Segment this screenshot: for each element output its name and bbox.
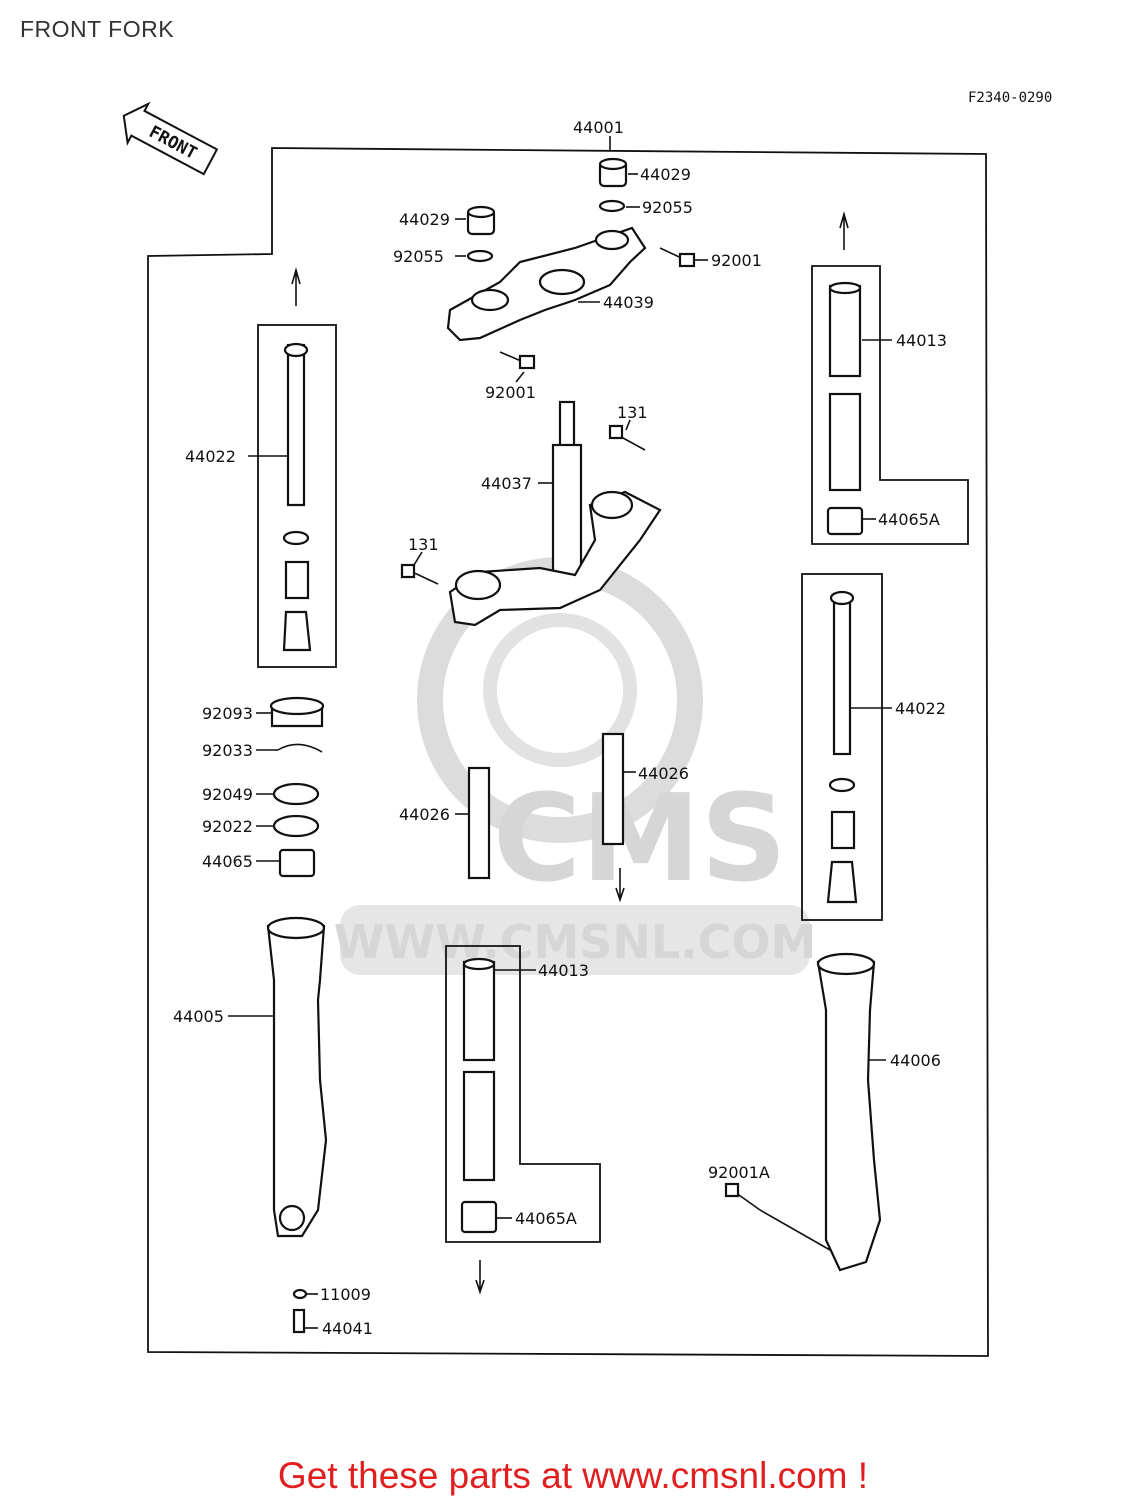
right-inner-tube — [826, 281, 864, 536]
bolt-92001-lower — [499, 351, 536, 370]
bolt-92001-upper — [659, 247, 696, 268]
spring-left — [467, 766, 491, 880]
part-label-92033: 92033 — [202, 741, 253, 760]
watermark: CMS WWW.CMSNL.COM — [334, 557, 817, 975]
drain-bolt — [292, 1308, 306, 1334]
o-ring-left — [466, 249, 494, 263]
bolt-131-upper — [608, 424, 646, 451]
watermark-brand: CMS — [493, 770, 787, 909]
part-label-44065A-right: 44065A — [878, 510, 940, 529]
front-arrow: FRONT — [122, 101, 219, 176]
part-label-92001-upper: 92001 — [711, 251, 762, 270]
assembly-frame — [147, 147, 989, 1357]
right-damper-box — [801, 573, 883, 921]
spring-right — [601, 732, 625, 846]
left-outer-tube — [266, 916, 328, 1238]
right-outer-tube — [816, 952, 882, 1272]
part-label-44037: 44037 — [481, 474, 532, 493]
part-label-92001A: 92001A — [708, 1163, 770, 1182]
bolt-131-lower — [400, 563, 439, 585]
left-damper-rod — [282, 342, 312, 652]
part-label-92001-lower: 92001 — [485, 383, 536, 402]
part-label-44039: 44039 — [603, 293, 654, 312]
part-label-44065A-center: 44065A — [515, 1209, 577, 1228]
o-ring-right — [598, 199, 626, 213]
part-label-44029-right: 44029 — [640, 165, 691, 184]
part-label-44022-left: 44022 — [185, 447, 236, 466]
watermark-url: WWW.CMSNL.COM — [334, 915, 817, 969]
part-label-92055-right: 92055 — [642, 198, 693, 217]
part-label-44001: 44001 — [573, 118, 624, 137]
center-tube-box — [445, 945, 601, 1243]
part-label-92022: 92022 — [202, 817, 253, 836]
part-label-11009: 11009 — [320, 1285, 371, 1304]
part-label-44013-center: 44013 — [538, 961, 589, 980]
part-label-44006: 44006 — [890, 1051, 941, 1070]
figure-code: F2340-0290 — [968, 90, 1053, 106]
right-damper-rod — [826, 590, 858, 904]
part-label-44026-left: 44026 — [399, 805, 450, 824]
part-label-92093: 92093 — [202, 704, 253, 723]
cap-bolt-left — [466, 205, 496, 236]
part-label-44065: 44065 — [202, 852, 253, 871]
part-label-44041: 44041 — [322, 1319, 373, 1338]
drain-washer — [292, 1288, 308, 1300]
left-damper-box — [257, 324, 337, 668]
bolt-92001A — [724, 1182, 761, 1211]
part-label-44005: 44005 — [173, 1007, 224, 1026]
left-seal-stack — [269, 696, 325, 878]
part-label-44022-right: 44022 — [895, 699, 946, 718]
center-inner-tube — [460, 957, 498, 1234]
part-label-92055-left: 92055 — [393, 247, 444, 266]
part-label-131-upper: 131 — [617, 403, 648, 422]
part-label-44013-right: 44013 — [896, 331, 947, 350]
upper-bracket — [446, 226, 647, 342]
right-tube-box — [811, 265, 969, 545]
steering-stem — [448, 400, 662, 627]
page-title: FRONT FORK — [20, 16, 175, 42]
promo-link[interactable]: Get these parts at www.cmsnl.com ! — [277, 1455, 869, 1496]
part-label-44026-right: 44026 — [638, 764, 689, 783]
leader-lines — [228, 173, 892, 1329]
part-label-92049: 92049 — [202, 785, 253, 804]
cap-bolt-right — [598, 157, 628, 188]
part-label-44029-left: 44029 — [399, 210, 450, 229]
part-label-131-lower: 131 — [408, 535, 439, 554]
